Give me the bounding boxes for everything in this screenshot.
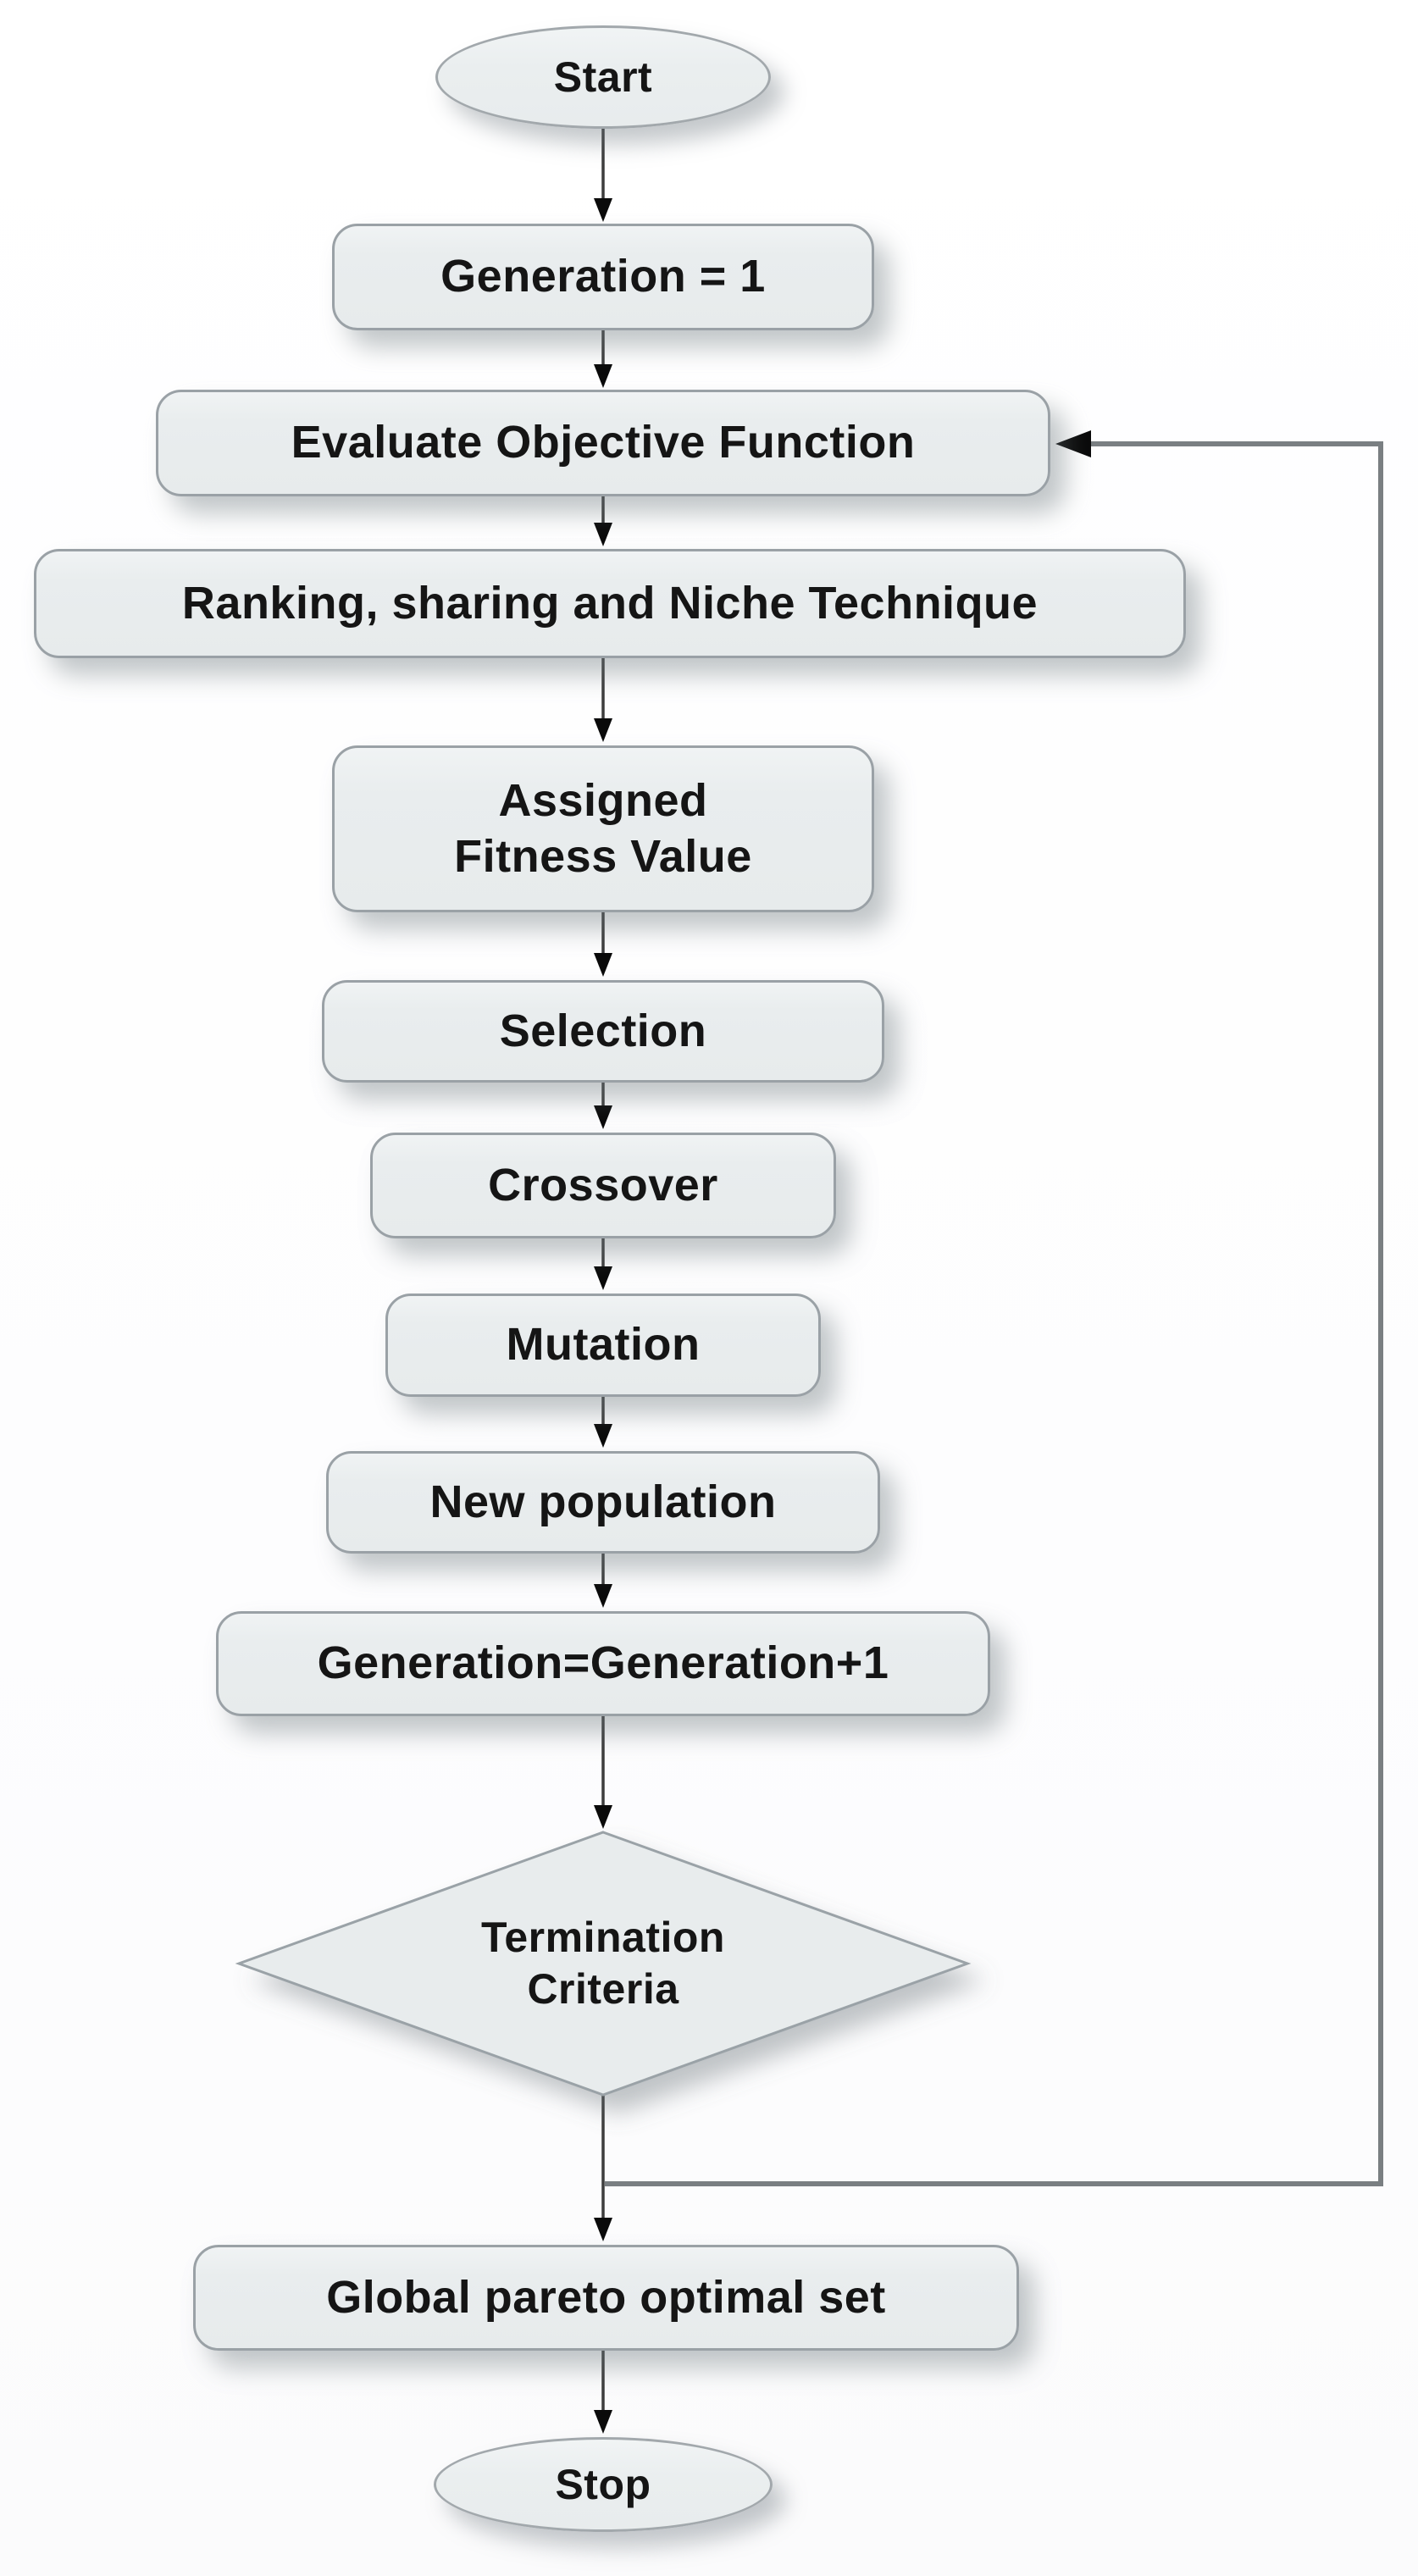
decision-diamond-shape [235,1831,972,2097]
node-global-pareto: Global pareto optimal set [193,2245,1019,2351]
node-mutation: Mutation [385,1294,821,1397]
node-crossover: Crossover [370,1133,836,1238]
feedback-arrowhead-icon [1055,430,1091,457]
node-evaluate-objective: Evaluate Objective Function [156,390,1050,496]
edge-feedback-loop [605,430,1383,2186]
edge-arrowheads [594,198,612,2434]
node-stop: Stop [434,2437,773,2532]
node-ranking-sharing-niche: Ranking, sharing and Niche Technique [34,549,1186,658]
node-generation-increment: Generation=Generation+1 [216,1611,990,1716]
node-start: Start [435,25,771,129]
node-assigned-fitness: Assigned Fitness Value [332,745,874,912]
node-generation-init: Generation = 1 [332,224,874,330]
node-new-population: New population [326,1451,880,1554]
node-selection: Selection [322,980,884,1083]
node-termination-criteria: Termination Criteria [481,1914,725,2013]
